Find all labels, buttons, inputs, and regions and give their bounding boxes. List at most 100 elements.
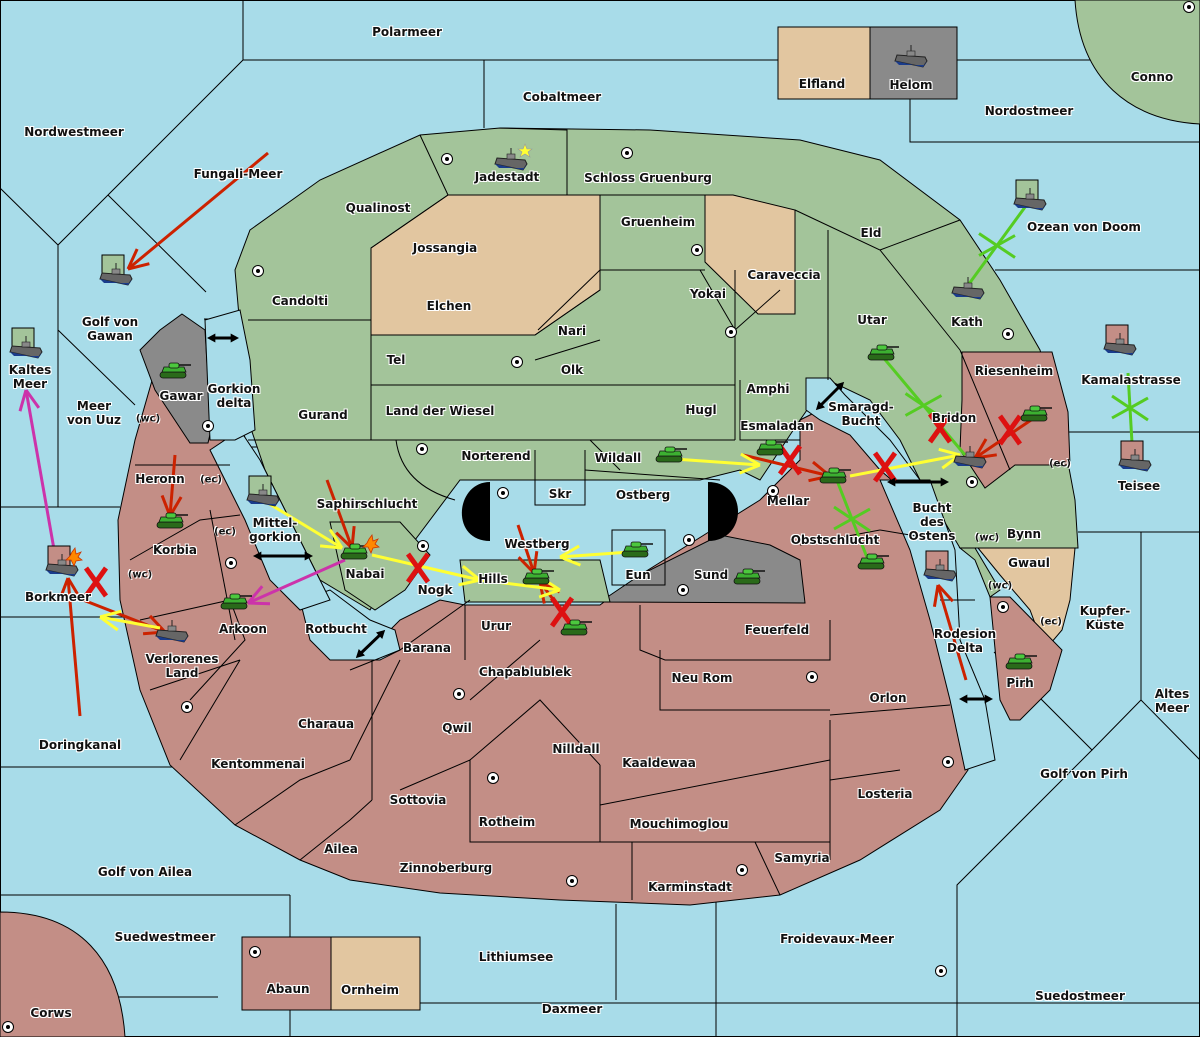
region-label[interactable]: Qualinost [345,201,411,215]
region-label[interactable]: Abaun [266,982,310,996]
region-label[interactable]: Nabai [345,567,385,581]
region-label[interactable]: Fungali-Meer [193,167,283,181]
region-label[interactable]: Caraveccia [747,268,821,282]
army-tank-icon[interactable] [220,593,252,610]
region-label[interactable]: Rotheim [478,815,536,829]
region-label[interactable]: Golf von Pirh [1040,767,1128,781]
fleet-icon[interactable] [951,277,985,300]
region-label[interactable]: Lithiumsee [478,950,554,964]
region-ornheim[interactable] [330,936,421,1011]
region-label[interactable]: Norterend [461,449,531,463]
army-tank-icon[interactable] [1005,653,1037,670]
bay-gorkion-delta[interactable] [204,309,256,441]
army-tank-icon[interactable] [1020,405,1052,422]
region-label[interactable]: Jadestadt [474,170,540,184]
region-label[interactable]: Qwil [442,721,472,735]
region-sund[interactable] [598,534,806,604]
region-label[interactable]: Riesenheim [974,364,1054,378]
region-gwaul[interactable] [976,547,1076,651]
fleet-icon[interactable] [155,620,189,643]
region-label[interactable]: Suedostmeer [1035,989,1125,1003]
fleet-icon[interactable] [894,45,928,68]
region-label[interactable]: Amphi [746,382,790,396]
army-tank-icon[interactable] [756,439,788,456]
region-label[interactable]: Nordwestmeer [24,125,124,139]
region-label[interactable]: Candolti [271,294,329,308]
region-label[interactable]: Hills [478,572,508,586]
region-label[interactable]: Gruenheim [620,215,696,229]
region-label[interactable]: Chapablublek [478,665,572,679]
army-tank-icon[interactable] [522,568,554,585]
region-label[interactable]: Borkmeer [25,590,91,604]
region-label[interactable]: Losteria [857,787,913,801]
region-red-center-east[interactable] [117,329,969,906]
region-label[interactable]: Utar [857,313,887,327]
region-label[interactable]: Ozean von Doom [1027,220,1141,234]
region-label[interactable]: Mellar [766,494,810,508]
region-label[interactable]: Kaaldewaa [622,756,696,770]
region-bynn[interactable] [958,547,1001,598]
region-label[interactable]: Doringkanal [38,738,122,752]
region-label[interactable]: Feuerfeld [744,623,810,637]
region-label[interactable]: Olk [560,363,584,377]
region-conno[interactable] [1074,0,1200,125]
region-label[interactable]: Eld [860,226,882,240]
bay-mittelgorkion[interactable] [209,429,331,611]
region-label[interactable]: Arkoon [219,622,267,636]
region-label[interactable]: Elfland [798,77,846,91]
region-label[interactable]: Bridon [931,411,977,425]
region-label[interactable]: Mittel-gorkion [249,516,301,544]
fleet-icon[interactable] [923,550,957,582]
region-label[interactable]: Hugl [685,403,717,417]
army-tank-icon[interactable] [655,446,687,463]
army-tank-icon[interactable] [156,512,188,529]
region-label[interactable]: Skr [548,487,572,501]
region-label[interactable]: Rotbucht [305,622,367,636]
region-label[interactable]: Obstschlucht [790,533,880,547]
region-label[interactable]: Neu Rom [671,671,733,685]
region-label[interactable]: Ailea [324,842,358,856]
region-label[interactable]: Gawar [159,389,203,403]
region-label[interactable]: Wildall [594,451,642,465]
region-label[interactable]: Corws [30,1006,72,1020]
region-label[interactable]: Zinnoberburg [399,861,493,875]
army-tank-icon[interactable] [867,344,899,361]
region-label[interactable]: Golf von Ailea [97,865,193,879]
region-label[interactable]: Gurand [298,408,348,422]
fleet-icon[interactable] [953,446,987,469]
region-label[interactable]: Elchen [426,299,472,313]
army-tank-icon[interactable] [621,541,653,558]
region-label[interactable]: Cobaltmeer [522,90,602,104]
region-label[interactable]: Schloss Gruenburg [584,171,712,185]
region-label[interactable]: Ostberg [615,488,671,502]
region-label[interactable]: Charaua [297,717,355,731]
region-label[interactable]: Mouchimoglou [629,817,729,831]
region-label[interactable]: Samyria [774,851,830,865]
region-label[interactable]: Nogk [417,583,453,597]
region-label[interactable]: Heronn [135,472,185,486]
region-label[interactable]: Suedwestmeer [114,930,216,944]
fleet-icon[interactable] [494,143,533,171]
army-tank-icon[interactable] [819,467,851,484]
fleet-icon[interactable] [1103,324,1137,356]
region-label[interactable]: Land der Wiesel [385,404,495,418]
fleet-icon[interactable] [99,254,133,286]
region-label[interactable]: Daxmeer [541,1002,603,1016]
army-tank-icon[interactable] [733,568,765,585]
fleet-icon[interactable] [246,475,280,507]
region-label[interactable]: Kentommenai [211,757,305,771]
region-corws[interactable] [0,911,126,1037]
region-label[interactable]: Sund [693,568,729,582]
region-label[interactable]: Teisee [1117,479,1161,493]
region-label[interactable]: Westberg [504,537,570,551]
region-label[interactable]: Froidevaux-Meer [780,932,894,946]
region-label[interactable]: Jossangia [412,241,478,255]
region-label[interactable]: Nordostmeer [984,104,1074,118]
region-label[interactable]: Sottovia [389,793,447,807]
